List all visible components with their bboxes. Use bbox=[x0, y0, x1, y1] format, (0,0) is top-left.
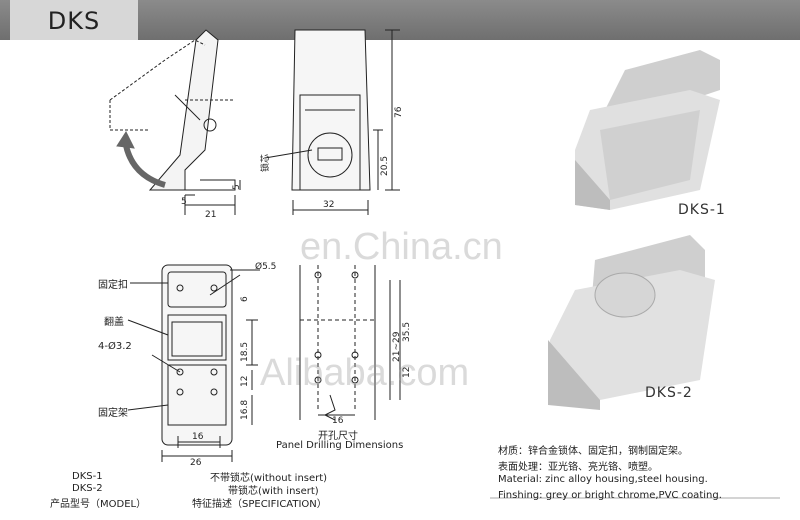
front-dim-height: 76 bbox=[394, 106, 404, 118]
side-view-drawing bbox=[109, 29, 241, 215]
spec-line-3: 特征描述（SPECIFICATION） bbox=[192, 499, 327, 510]
label-cover: 翻盖 bbox=[104, 317, 124, 328]
bottom-dim-16: 16 bbox=[192, 432, 204, 442]
header-bar: DKS bbox=[0, 0, 800, 40]
bottom-dim-18-5: 18.5 bbox=[240, 341, 250, 362]
product-photo-dks1 bbox=[575, 50, 720, 210]
label-fixing-buckle: 固定扣 bbox=[98, 280, 128, 291]
material-en-2: Finshing: grey or bright chrome,PVC coat… bbox=[498, 490, 722, 501]
label-holes: 4-Ø3.2 bbox=[98, 341, 132, 352]
product-title-tab: DKS bbox=[10, 0, 138, 40]
drill-dim-35-5: 35.5 bbox=[402, 321, 412, 342]
photo-label-dks1: DKS-1 bbox=[678, 202, 726, 218]
material-cn-1: 材质：锌合金锁体、固定扣，钢制固定架。 bbox=[498, 446, 688, 457]
product-photo-dks2 bbox=[548, 235, 715, 410]
model-line-3: 产品型号（MODEL） bbox=[50, 499, 147, 510]
model-line-2: DKS-2 bbox=[72, 483, 103, 494]
drilling-drawing bbox=[299, 265, 401, 421]
front-dim-width: 32 bbox=[323, 200, 335, 210]
bottom-dim-26: 26 bbox=[190, 458, 202, 468]
drill-dim-21-29: 21~29 bbox=[392, 331, 402, 362]
bottom-dim-top: 6 bbox=[240, 296, 250, 302]
drill-title-en: Panel Drilling Dimensions bbox=[276, 440, 404, 451]
bottom-dim-top2: Ø5.5 bbox=[255, 262, 277, 272]
material-cn-2: 表面处理：亚光铬、亮光铬、喷塑。 bbox=[498, 462, 658, 473]
drill-dim-16: 16 bbox=[332, 416, 344, 426]
bottom-dim-12: 12 bbox=[240, 375, 250, 387]
front-view-drawing bbox=[264, 29, 400, 215]
photo-label-dks2: DKS-2 bbox=[645, 385, 693, 401]
material-en-1: Material: zinc alloy housing,steel housi… bbox=[498, 474, 708, 485]
side-dim-right: 5 bbox=[232, 184, 242, 190]
bottom-dim-16-8: 16.8 bbox=[240, 399, 250, 420]
label-bracket: 固定架 bbox=[98, 408, 128, 419]
drill-dim-12: 12 bbox=[402, 366, 412, 378]
front-label-insert: 锁芯 bbox=[261, 153, 271, 172]
side-dim-left: 5 bbox=[181, 197, 187, 207]
bottom-view-drawing bbox=[127, 264, 260, 462]
spec-line-2: 带锁芯(with insert) bbox=[228, 486, 319, 497]
model-line-1: DKS-1 bbox=[72, 471, 103, 482]
side-dim-width: 21 bbox=[205, 210, 217, 220]
spec-line-1: 不带锁芯(without insert) bbox=[210, 473, 328, 484]
drill-title-cn: 开孔尺寸 bbox=[318, 431, 358, 442]
front-dim-insert: 20.5 bbox=[380, 155, 390, 176]
